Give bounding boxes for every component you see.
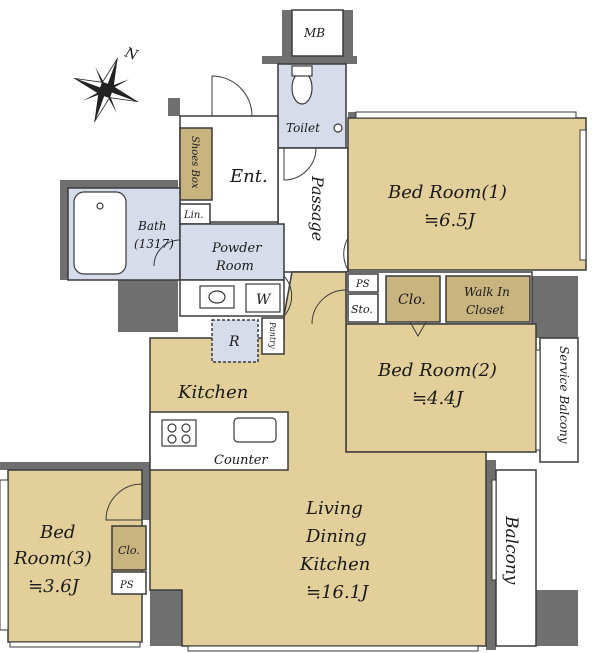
entrance-door-icon: [211, 75, 253, 117]
sto-closet: [347, 293, 379, 323]
mb-label: MB: [303, 26, 325, 40]
doors: [105, 75, 427, 521]
kitchen-label: Kitchen: [177, 382, 248, 403]
bed3-label-2: Room(3): [13, 548, 92, 569]
bathtub-icon: [73, 191, 127, 275]
ps-top-label: PS: [355, 279, 370, 290]
compass-rose-icon: [73, 57, 139, 123]
bed2-size-label: ≒4.4J: [412, 388, 465, 409]
compass: N: [73, 44, 141, 123]
bed2-label: Bed Room(2): [377, 360, 497, 381]
labels: MB Toilet Shoes Box Ent. Passage Bath (1…: [13, 26, 571, 603]
walk-in-label-1: Walk In: [464, 285, 510, 299]
shoes-box-label: Shoes Box: [189, 136, 200, 189]
clo-bed3: [111, 525, 147, 571]
refrigerator-label: R: [228, 334, 240, 350]
walls: [0, 10, 578, 650]
fixtures: [73, 65, 343, 447]
powder-room-label-2: Room: [215, 259, 254, 274]
ldk-floor: [149, 271, 487, 647]
bed3-label-1: Bed: [39, 522, 75, 543]
vanity-basin-icon: [208, 290, 226, 304]
counter-label: Counter: [214, 453, 268, 468]
toilet-label: Toilet: [286, 121, 320, 135]
service-balcony: [539, 337, 579, 463]
clo-bed3-label: Clo.: [118, 544, 140, 557]
refrigerator-space: [211, 319, 259, 363]
compass-north-label: N: [122, 44, 141, 64]
rooms: [7, 9, 587, 647]
shoes-box: [179, 127, 213, 201]
linen-label: Lin.: [183, 210, 203, 221]
windows: [0, 111, 587, 652]
balcony-area: [495, 469, 537, 647]
bath-drain-icon: [96, 202, 104, 210]
toilet-tank-icon: [291, 65, 313, 77]
walk-in-closet: [445, 275, 531, 323]
walk-in-label-2: Closet: [466, 303, 505, 317]
pantry-label: Pantry: [268, 321, 277, 349]
kitchen-sink-icon: [233, 417, 277, 443]
sto-label: Sto.: [351, 303, 373, 316]
bedroom-2: [345, 323, 537, 453]
bed3-door-icon: [105, 483, 143, 521]
bed1-size-label: ≒6.5J: [424, 210, 477, 231]
toilet-sink-icon: [333, 123, 343, 133]
toilet-room: [277, 63, 347, 149]
mb-room: [291, 9, 344, 57]
bath-door-icon: [153, 239, 181, 267]
ps-bottom: [111, 571, 147, 595]
ps-top: [347, 273, 379, 293]
bath-label: Bath: [137, 219, 167, 233]
bed2-door-icon: [311, 289, 347, 325]
service-balcony-label: Service Balcony: [557, 346, 571, 444]
washer-label: W: [256, 292, 272, 308]
washer-icon: [245, 283, 281, 313]
pantry-closet: [261, 317, 285, 355]
ldk-label-3: Kitchen: [299, 554, 370, 575]
bed1-door-icon: [343, 237, 349, 271]
toilet-door-icon: [283, 147, 317, 181]
powder-room: [179, 223, 285, 281]
powder-door-icon: [283, 275, 293, 317]
ldk-label-2: Dining: [305, 526, 367, 547]
clo-bed2: [385, 275, 441, 323]
balcony-label: Balcony: [501, 515, 521, 585]
passage-label: Passage: [308, 175, 327, 241]
bed1-label: Bed Room(1): [387, 182, 507, 203]
bedroom-1: [347, 117, 587, 271]
toilet-bowl-icon: [291, 71, 313, 105]
bath-size-label: (1317): [134, 237, 174, 251]
cooktop-icon: [161, 419, 197, 447]
clo-bed2-label: Clo.: [398, 292, 426, 308]
ldk-label-1: Living: [305, 498, 363, 519]
ldk-size-label: ≒16.1J: [306, 582, 370, 603]
bed3-size-label: ≒3.6J: [28, 576, 81, 597]
powder-room-label-1: Powder: [211, 241, 262, 256]
entrance-label: Ent.: [229, 166, 268, 187]
clo-door-icon: [409, 321, 427, 338]
ps-bottom-label: PS: [119, 580, 134, 591]
